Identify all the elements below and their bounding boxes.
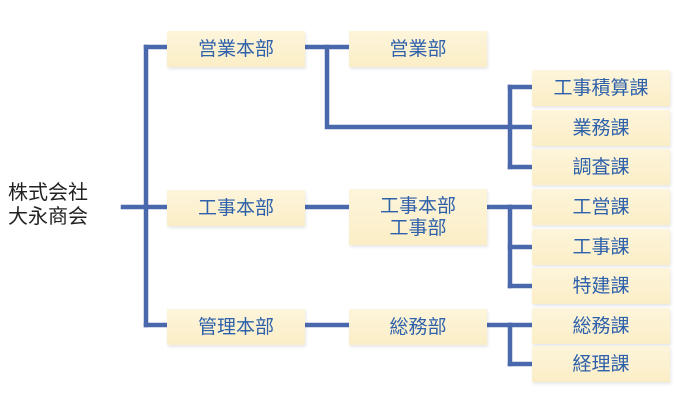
section-box-8: 経理課 xyxy=(532,346,670,382)
section-label-4: 工営課 xyxy=(572,196,630,218)
section-box-7: 総務課 xyxy=(532,308,670,344)
department-construction-label: 工事本部 工事部 xyxy=(379,195,456,239)
section-label-8: 経理課 xyxy=(572,353,630,375)
division-admin-label: 管理本部 xyxy=(197,316,274,338)
section-label-5: 工事課 xyxy=(572,236,630,258)
section-label-1: 工事積算課 xyxy=(553,77,649,99)
department-general-affairs-label: 総務部 xyxy=(389,316,447,338)
section-box-2: 業務課 xyxy=(532,110,670,146)
section-box-1: 工事積算課 xyxy=(532,70,670,106)
division-sales-box: 営業本部 xyxy=(167,31,305,67)
section-box-3: 調査課 xyxy=(532,149,670,185)
department-construction-box: 工事本部 工事部 xyxy=(349,189,487,245)
section-label-3: 調査課 xyxy=(572,156,630,178)
department-sales-label: 営業部 xyxy=(389,38,447,60)
section-label-6: 特建課 xyxy=(572,275,630,297)
section-label-7: 総務課 xyxy=(572,315,630,337)
division-admin-box: 管理本部 xyxy=(167,309,305,345)
division-construction-label: 工事本部 xyxy=(197,197,274,219)
section-box-6: 特建課 xyxy=(532,268,670,304)
division-sales-label: 営業本部 xyxy=(197,38,274,60)
division-construction-box: 工事本部 xyxy=(167,190,305,226)
company-name: 株式会社 大永商会 xyxy=(8,180,88,228)
section-box-5: 工事課 xyxy=(532,229,670,265)
connector-sales-drop xyxy=(324,44,513,130)
section-label-2: 業務課 xyxy=(572,117,630,139)
department-sales-box: 営業部 xyxy=(349,31,487,67)
department-general-affairs-box: 総務部 xyxy=(349,309,487,345)
section-box-4: 工営課 xyxy=(532,189,670,225)
